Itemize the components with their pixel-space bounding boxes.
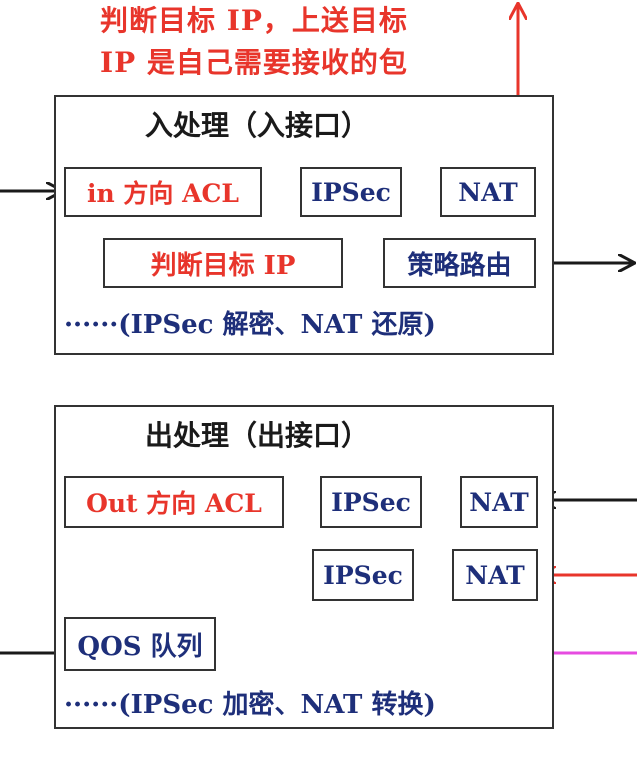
inbound-acl-box: in 方向 ACL bbox=[64, 167, 262, 217]
outbound-title: 出处理（出接口） bbox=[145, 419, 370, 452]
top-note: 判断目标 IP，上送目标 IP 是自己需要接收的包 bbox=[100, 0, 510, 84]
inbound-note: ······(IPSec 解密、NAT 还原) bbox=[64, 310, 436, 340]
outbound-ipsec-box-2: IPSec bbox=[312, 549, 414, 601]
top-note-line-2: IP 是自己需要接收的包 bbox=[100, 46, 408, 79]
inbound-ipsec-box: IPSec bbox=[300, 167, 402, 217]
inbound-policy-route-box: 策略路由 bbox=[383, 238, 536, 288]
top-note-line-1: 判断目标 IP，上送目标 bbox=[100, 4, 408, 37]
inbound-nat-box: NAT bbox=[440, 167, 536, 217]
outbound-nat-box-2: NAT bbox=[452, 549, 538, 601]
inbound-title: 入处理（入接口） bbox=[145, 109, 370, 142]
outbound-nat-box-1: NAT bbox=[460, 476, 538, 528]
outbound-acl-box: Out 方向 ACL bbox=[64, 476, 284, 528]
inbound-check-ip-box: 判断目标 IP bbox=[103, 238, 343, 288]
inbound-panel bbox=[54, 95, 554, 355]
outbound-note: ······(IPSec 加密、NAT 转换) bbox=[64, 690, 436, 720]
outbound-ipsec-box-1: IPSec bbox=[320, 476, 422, 528]
outbound-qos-box: QOS 队列 bbox=[64, 617, 216, 671]
